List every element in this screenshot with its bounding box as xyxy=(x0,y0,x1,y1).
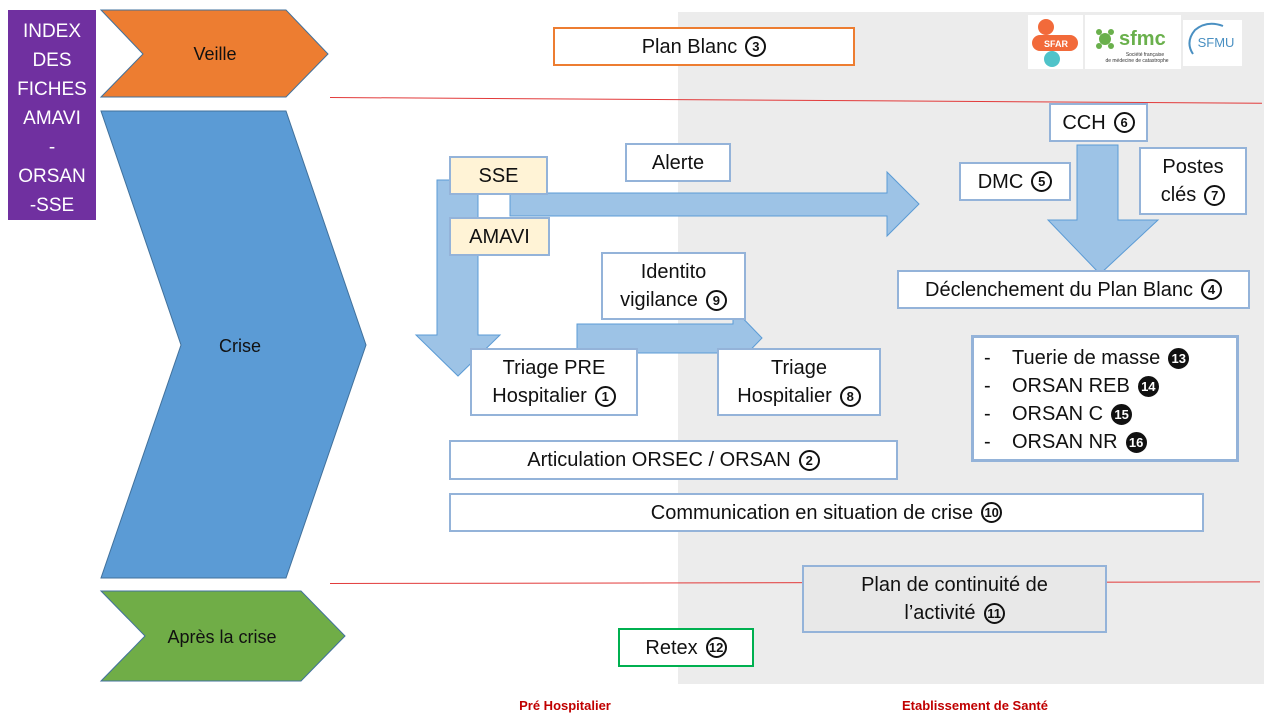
communication-label: Communication en situation de crise xyxy=(650,501,974,524)
triage-pre-line2: Hospitalier xyxy=(492,385,587,407)
index-line: -SSE xyxy=(29,195,75,216)
triage-hosp-line2: Hospitalier xyxy=(737,385,832,407)
sfar-logo-text: SFAR xyxy=(1044,39,1069,49)
number-badge: 16 xyxy=(1125,431,1147,453)
number-badge: 9 xyxy=(705,290,727,312)
postes-line1: Postes xyxy=(1162,156,1224,178)
footer-pre-hospitalier: Pré Hospitalier xyxy=(519,698,611,713)
index-box: INDEX DES FICHES AMAVI - ORSAN -SSE xyxy=(8,10,96,220)
sfmu-logo-icon: SFMU xyxy=(1188,22,1235,55)
orsan-list-box: - Tuerie de masse 13 - ORSAN REB 14 - OR… xyxy=(971,335,1239,462)
number-badge: 3 xyxy=(745,36,767,57)
amavi-label: AMAVI xyxy=(469,225,530,248)
phase-label-apres: Après la crise xyxy=(167,627,277,647)
number-badge: 12 xyxy=(705,637,727,658)
list-item-label: ORSAN REB xyxy=(1012,374,1130,397)
number-badge: 15 xyxy=(1111,403,1133,425)
number-badge: 14 xyxy=(1137,375,1159,397)
triage-hosp-line1: Triage xyxy=(771,357,827,379)
declenchement-label: Déclenchement du Plan Blanc xyxy=(925,278,1193,301)
alerte-label: Alerte xyxy=(651,151,705,174)
list-item-label: Tuerie de masse xyxy=(1012,346,1161,369)
dmc-box[interactable]: DMC 5 xyxy=(959,162,1071,201)
postes-line2: clés xyxy=(1160,184,1197,206)
list-item[interactable]: - ORSAN REB 14 xyxy=(984,372,1236,400)
plan-blanc-label: Plan Blanc xyxy=(641,35,738,58)
identito-line2: vigilance xyxy=(620,289,698,311)
index-line: DES xyxy=(32,50,72,71)
index-line: ORSAN xyxy=(18,166,86,187)
retex-label: Retex xyxy=(645,636,698,659)
pca-line1: Plan de continuité de xyxy=(861,574,1048,596)
sfmu-logo: SFMU xyxy=(1183,20,1242,66)
articulation-label: Articulation ORSEC / ORSAN xyxy=(527,449,791,471)
number-badge: 7 xyxy=(1204,185,1226,207)
retex-box[interactable]: Retex 12 xyxy=(618,628,754,667)
index-line: - xyxy=(48,137,56,158)
apres-chevron xyxy=(99,590,346,682)
sse-label: SSE xyxy=(478,164,519,187)
communication-box[interactable]: Communication en situation de crise 10 xyxy=(449,493,1204,532)
sse-box[interactable]: SSE xyxy=(449,156,548,195)
crise-chevron xyxy=(100,110,367,579)
number-badge: 5 xyxy=(1031,171,1053,192)
pca-line2: l’activité xyxy=(904,602,976,624)
number-badge: 2 xyxy=(798,449,820,471)
number-badge: 6 xyxy=(1113,112,1135,133)
number-badge: 8 xyxy=(839,386,861,408)
list-item-label: ORSAN NR xyxy=(1012,430,1118,453)
list-dash: - xyxy=(984,402,991,425)
footer-etablissement: Etablissement de Santé xyxy=(902,698,1048,713)
number-badge: 4 xyxy=(1200,279,1222,300)
arrow-down-left xyxy=(414,179,502,377)
plan-blanc-box[interactable]: Plan Blanc 3 xyxy=(553,27,855,66)
list-dash: - xyxy=(984,346,991,369)
index-line: AMAVI xyxy=(23,108,81,129)
number-badge: 13 xyxy=(1168,347,1190,369)
dmc-label: DMC xyxy=(977,170,1024,193)
sfmu-logo-text: SFMU xyxy=(1198,35,1235,50)
arrow-down-cch xyxy=(1046,144,1160,275)
postes-cles-box[interactable]: Postes clés 7 xyxy=(1139,147,1247,215)
list-item[interactable]: - ORSAN NR 16 xyxy=(984,428,1236,456)
arrow-right-alerte xyxy=(509,170,920,238)
cch-label: CCH xyxy=(1062,111,1106,134)
identito-line1: Identito xyxy=(640,261,707,283)
sfmc-logo-sub2: de médecine de catastrophe xyxy=(1105,58,1168,64)
phase-label-crise: Crise xyxy=(218,336,261,356)
list-item[interactable]: - ORSAN C 15 xyxy=(984,400,1236,428)
list-dash: - xyxy=(984,430,991,453)
articulation-box[interactable]: Articulation ORSEC / ORSAN 2 xyxy=(449,440,898,480)
triage-hospitalier-box[interactable]: Triage Hospitalier 8 xyxy=(717,348,881,416)
sfmc-logo-text: sfmc xyxy=(1119,28,1166,50)
cch-box[interactable]: CCH 6 xyxy=(1049,103,1148,142)
sfmc-logo: sfmc Société française de médecine de ca… xyxy=(1085,15,1181,69)
sfar-logo-icon: SFAR xyxy=(1032,19,1078,67)
veille-chevron xyxy=(99,9,329,98)
sfmc-logo-icon: sfmc Société française de médecine de ca… xyxy=(1096,28,1169,64)
declenchement-box[interactable]: Déclenchement du Plan Blanc 4 xyxy=(897,270,1250,309)
index-line: INDEX xyxy=(22,21,82,42)
plan-continuite-box[interactable]: Plan de continuité de l’activité 11 xyxy=(802,565,1107,633)
sfar-logo: SFAR xyxy=(1028,15,1083,69)
alerte-box[interactable]: Alerte xyxy=(625,143,731,182)
number-badge: 10 xyxy=(981,502,1003,523)
sfmc-logo-sub1: Société française xyxy=(1126,52,1165,58)
amavi-box[interactable]: AMAVI xyxy=(449,217,550,256)
list-dash: - xyxy=(984,374,991,397)
triage-pre-box[interactable]: Triage PRE Hospitalier 1 xyxy=(470,348,638,416)
phase-label-veille: Veille xyxy=(193,44,237,64)
identito-vigilance-box[interactable]: Identito vigilance 9 xyxy=(601,252,746,320)
index-line: FICHES xyxy=(17,79,87,100)
number-badge: 11 xyxy=(983,603,1005,625)
triage-pre-line1: Triage PRE xyxy=(502,357,606,379)
list-item[interactable]: - Tuerie de masse 13 xyxy=(984,344,1236,372)
list-item-label: ORSAN C xyxy=(1012,402,1104,425)
number-badge: 1 xyxy=(594,386,616,408)
